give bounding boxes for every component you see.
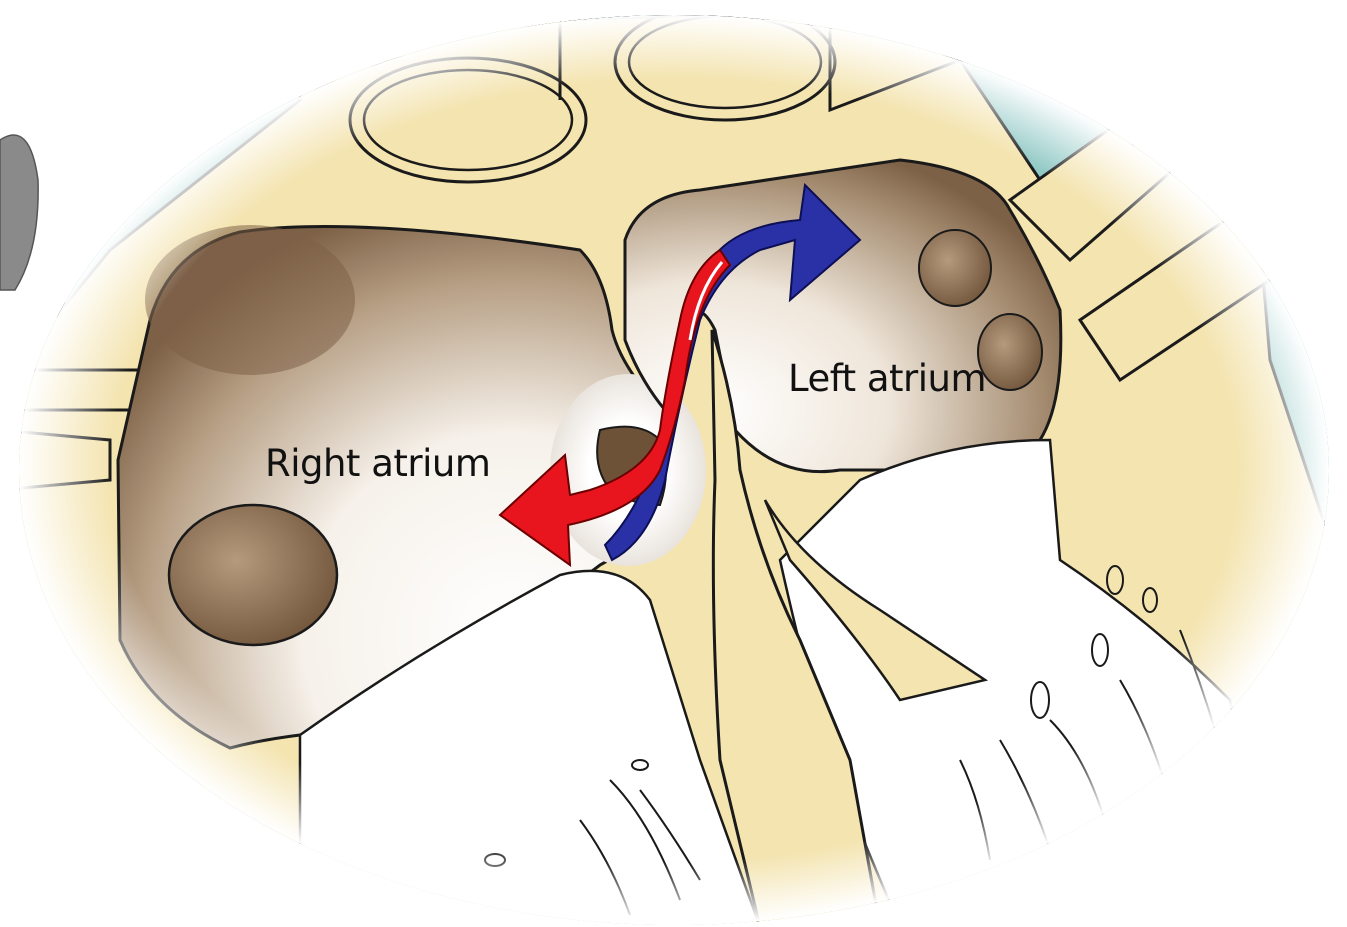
tissue-fragment <box>0 135 38 290</box>
right-atrium-label: Right atrium <box>265 442 490 485</box>
left-atrium-label: Left atrium <box>788 357 986 400</box>
